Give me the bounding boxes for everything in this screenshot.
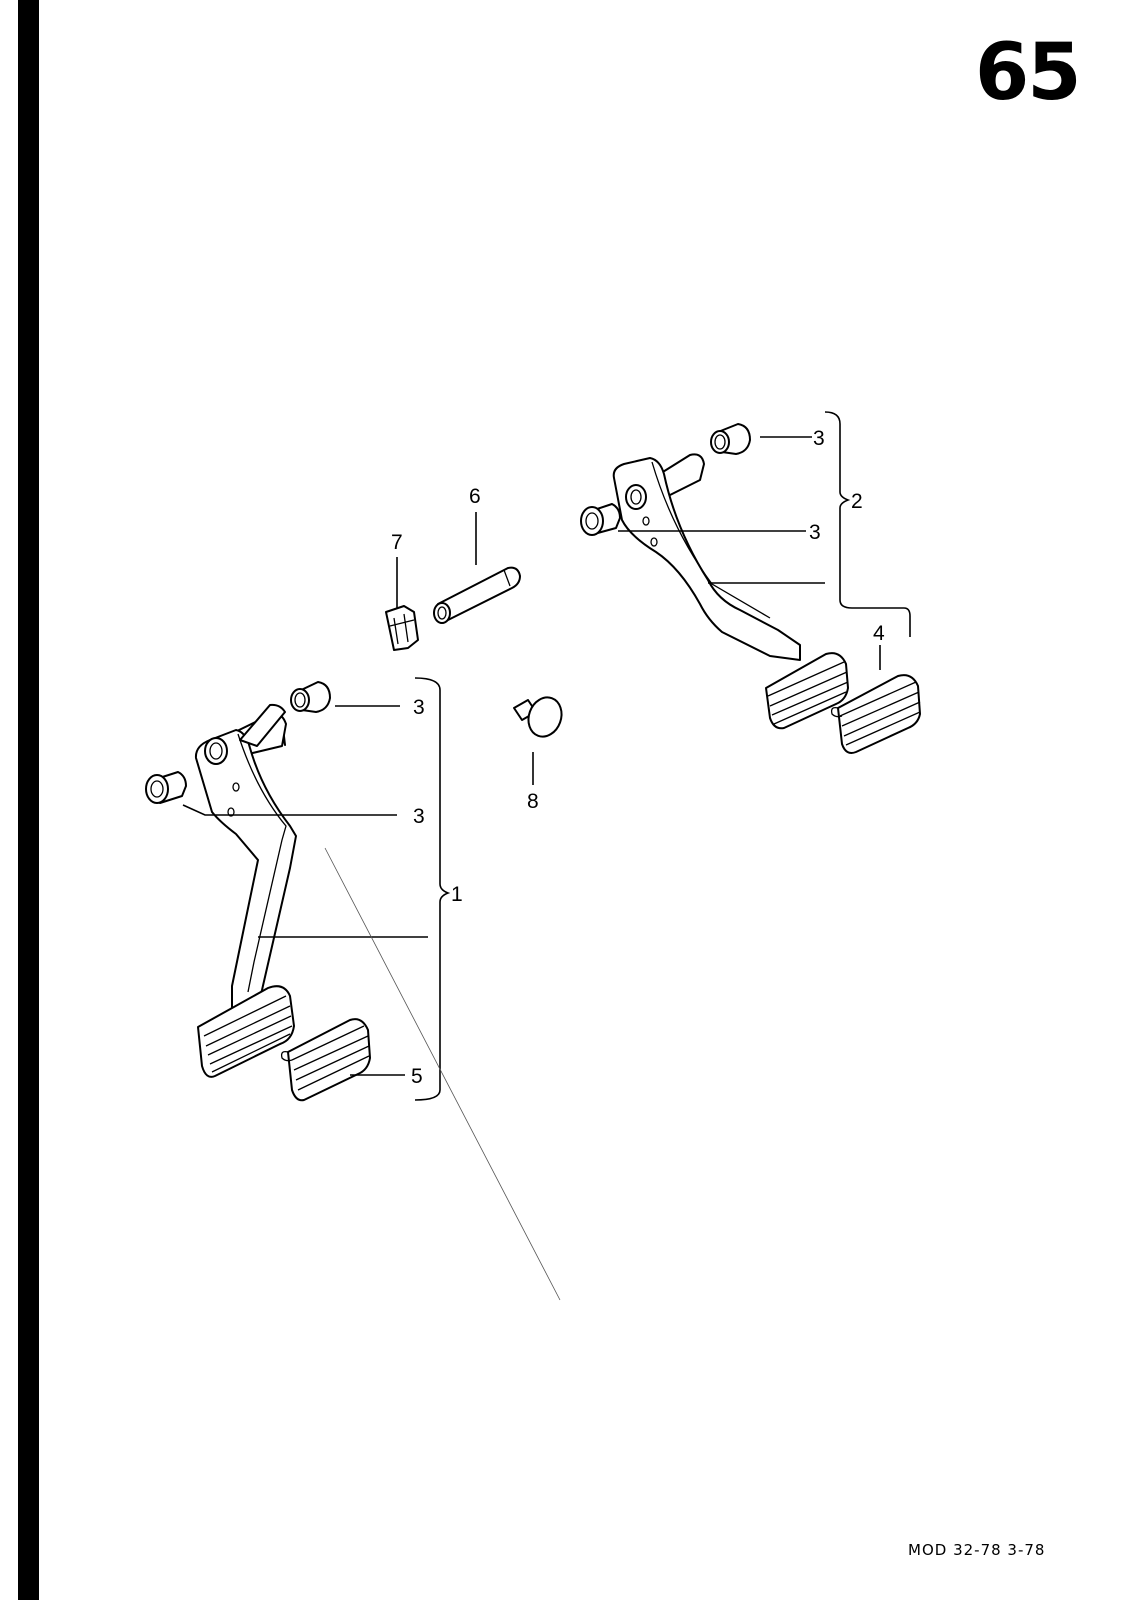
right-pedal-pad-fixed [765, 652, 849, 730]
pivot-pin [433, 566, 521, 624]
assembly-bracket-2 [824, 411, 911, 637]
retaining-clip [385, 605, 419, 651]
scan-artifact-line [324, 847, 561, 1301]
callout-pivot-pin: 6 [469, 485, 481, 508]
left-bushing-lower [145, 771, 187, 804]
scan-binding-edge [18, 0, 39, 1600]
page-number: 65 [975, 28, 1082, 118]
left-bushing-top [290, 681, 331, 713]
left-pedal-pad-rubber [280, 1018, 371, 1102]
left-pedal-pad-fixed [197, 985, 295, 1078]
assembly-bracket-1 [414, 677, 451, 1101]
right-pedal-pad-rubber [830, 674, 921, 754]
callout-right-bushing-lower: 3 [809, 521, 821, 544]
callout-right-bushing-top: 3 [813, 427, 825, 450]
callout-retaining-clip: 7 [391, 531, 403, 554]
right-pedal-arm [612, 453, 801, 661]
footer-reference: MOD 32-78 3-78 [908, 1541, 1046, 1559]
callout-left-bushing-lower: 3 [413, 805, 425, 828]
callout-left-pedal-assembly: 1 [451, 883, 463, 906]
callout-left-pedal-pad: 5 [411, 1065, 423, 1088]
plug [513, 696, 563, 738]
right-bushing-lower [580, 503, 621, 536]
callout-right-pedal-assembly: 2 [851, 490, 863, 513]
left-pedal-arm [194, 703, 297, 1011]
callout-left-bushing-top: 3 [413, 696, 425, 719]
callout-right-pedal-pad: 4 [873, 622, 885, 645]
right-bushing-top [710, 423, 751, 455]
leader-line [182, 804, 397, 816]
callout-plug: 8 [527, 790, 539, 813]
